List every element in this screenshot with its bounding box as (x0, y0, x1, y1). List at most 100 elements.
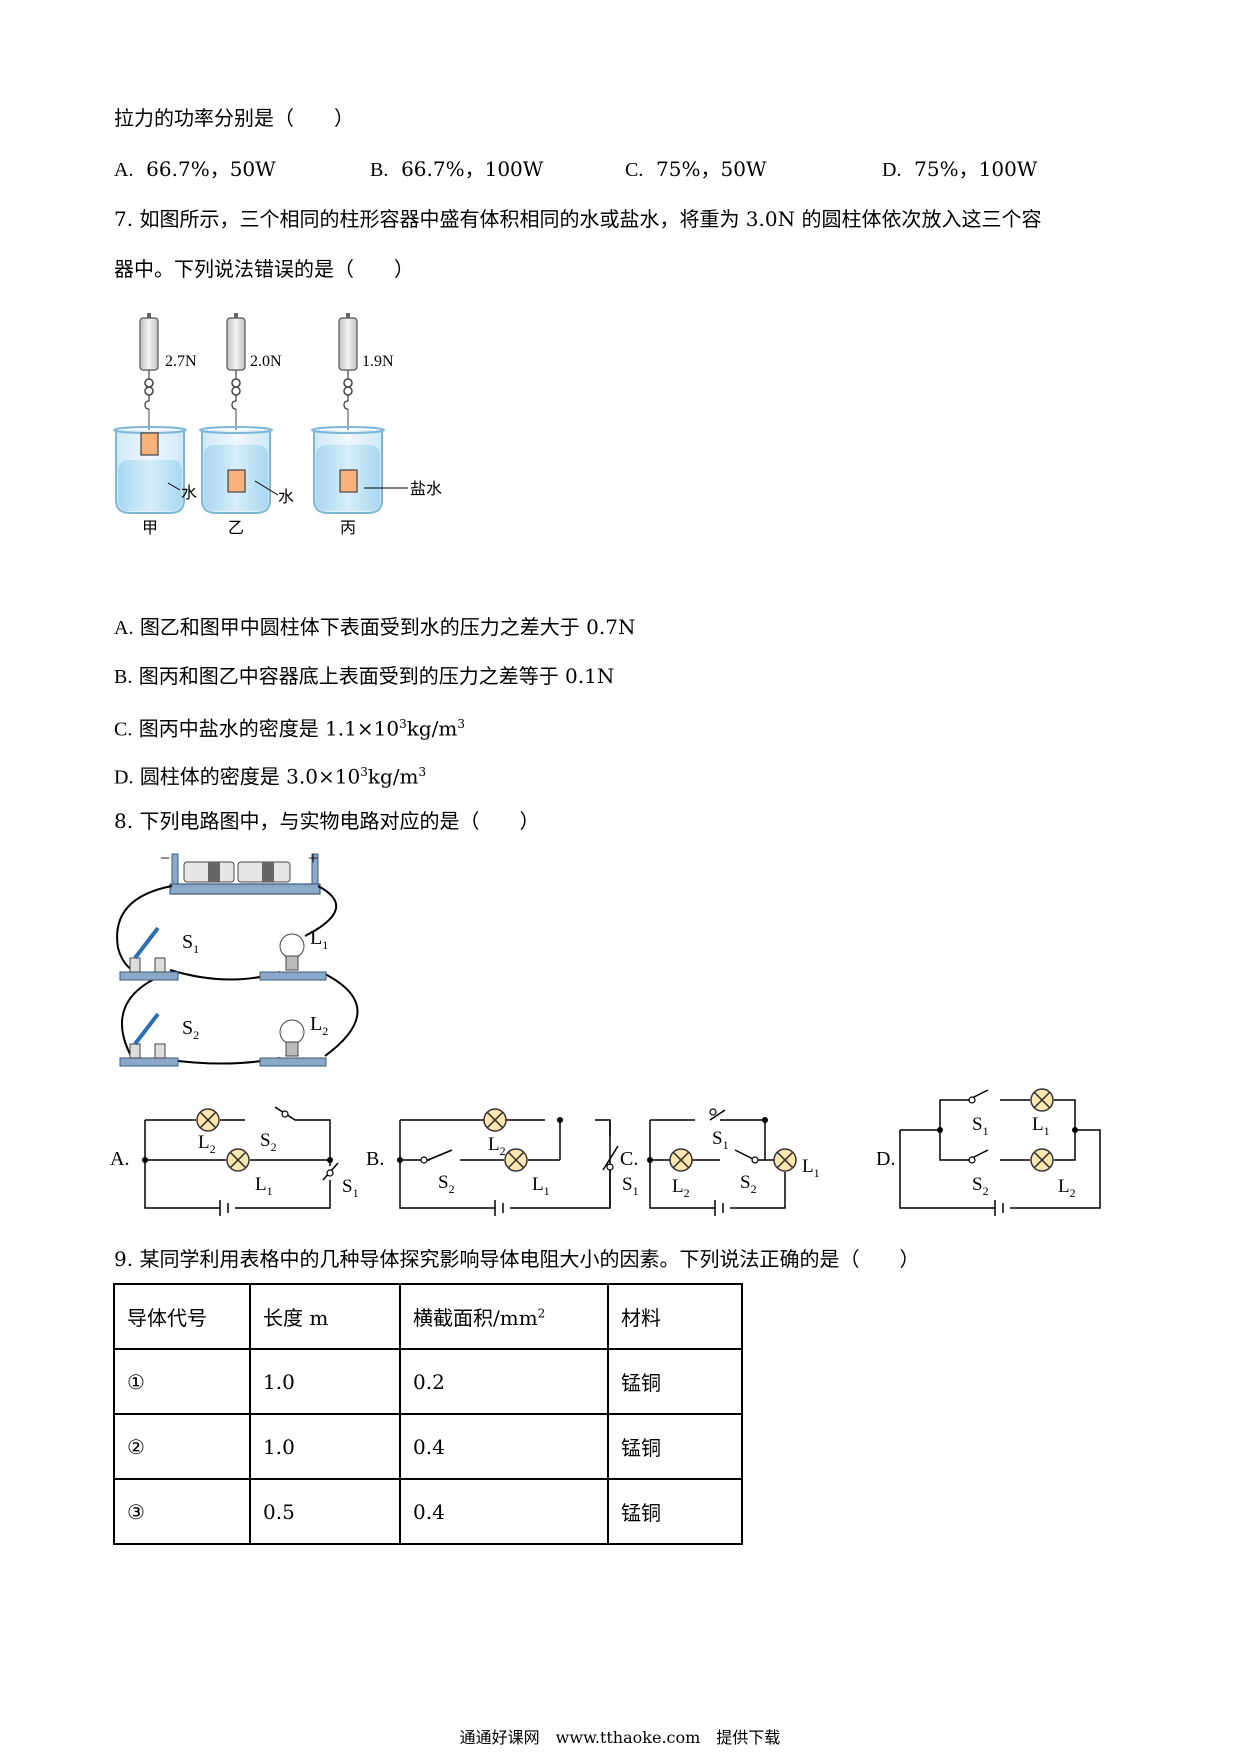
label-letter: L (488, 1134, 500, 1155)
option-label: A. (114, 617, 134, 639)
table-cell: 1.0 (249, 1348, 401, 1415)
conductor-table: 导体代号 长度 m 横截面积/mm2 材料 ① 1.0 0.2 锰铜 ② 1.0… (113, 1283, 743, 1545)
q6-stem-end: 拉力的功率分别是（ ） (114, 106, 354, 130)
table-cell: 0.2 (399, 1348, 609, 1415)
option-text: 66.7%，50W (146, 157, 276, 181)
q7-stem-line1: 7. 如图所示，三个相同的柱形容器中盛有体积相同的水或盐水，将重为 3.0N 的… (114, 207, 1042, 231)
a-l1: L1 (255, 1174, 273, 1198)
option-c-label: C. (620, 1148, 638, 1170)
beaker-set-yi (199, 313, 279, 514)
label-letter: S (182, 1017, 193, 1039)
label-sub: 2 (271, 1140, 277, 1154)
liquid-label-jia: 水 (181, 484, 197, 502)
option-d-label: D. (876, 1148, 895, 1170)
option-label: A. (114, 159, 134, 181)
table-cell: ③ (113, 1478, 251, 1545)
option-text-pre: 图丙中盐水的密度是 1.1×10 (138, 716, 400, 741)
beaker-name-yi: 乙 (228, 520, 244, 537)
option-text: 75%，50W (656, 157, 767, 181)
label-l2: L2 (310, 1013, 328, 1038)
table-header-row: 导体代号 长度 m 横截面积/mm2 材料 (113, 1283, 743, 1350)
label-sub: 2 (500, 1144, 506, 1158)
label-letter: L (255, 1174, 267, 1195)
superscript: 3 (399, 717, 407, 731)
label-s1: S1 (182, 931, 199, 956)
label-sub: 1 (723, 1138, 729, 1152)
label-sub: 2 (684, 1186, 690, 1200)
q8-circuit-options: A. B. C. D. L2 S2 L1 S1 L2 S2 L1 S1 S1 L… (110, 1088, 1101, 1216)
option-a-label: A. (110, 1148, 129, 1170)
b-l2: L2 (488, 1134, 506, 1158)
table-cell: 1.0 (249, 1413, 401, 1480)
table-header-cell: 材料 (607, 1283, 743, 1350)
label-letter: S (182, 931, 193, 953)
table-cell: 锰铜 (607, 1348, 743, 1415)
c-s1: S1 (712, 1128, 729, 1152)
table-cell: 锰铜 (607, 1478, 743, 1545)
option-text: 66.7%，100W (401, 157, 544, 181)
table-row: ② 1.0 0.4 锰铜 (113, 1413, 743, 1480)
q6-option-c: C. 75%，50W (625, 156, 767, 183)
label-sub: 1 (267, 1184, 273, 1198)
label-letter: S (972, 1114, 983, 1135)
battery-plus-sign: + (308, 848, 318, 868)
label-sub: 1 (193, 942, 199, 956)
beaker-set-bing (311, 313, 408, 514)
label-sub: 1 (814, 1166, 820, 1180)
label-letter: L (310, 1013, 322, 1035)
label-letter: L (198, 1132, 210, 1153)
q7-option-d: D. 圆柱体的密度是 3.0×103kg/m3 (114, 759, 426, 791)
label-letter: S (622, 1174, 633, 1195)
q6-option-a: A. 66.7%，50W (114, 156, 276, 183)
c-l1: L1 (802, 1156, 820, 1180)
label-sub: 1 (983, 1124, 989, 1138)
label-sub: 2 (983, 1184, 989, 1198)
option-label: D. (882, 159, 902, 181)
b-l1: L1 (532, 1174, 550, 1198)
label-letter: S (740, 1172, 751, 1193)
q8-physical-circuit: − + S1 L1 S2 L2 (116, 848, 359, 1067)
label-letter: L (802, 1156, 814, 1177)
superscript: 3 (360, 765, 368, 779)
d-l2: L2 (1058, 1176, 1076, 1200)
option-text: 75%，100W (914, 157, 1038, 181)
a-l2: L2 (198, 1132, 216, 1156)
superscript: 3 (418, 765, 427, 779)
option-label: C. (625, 159, 644, 181)
option-label: B. (370, 159, 389, 181)
option-text: 图乙和图甲中圆柱体下表面受到水的压力之差大于 0.7N (139, 615, 636, 639)
label-letter: S (342, 1176, 353, 1197)
table-header-cell: 长度 m (249, 1283, 401, 1350)
liquid-label-bing: 盐水 (410, 480, 442, 498)
q6-option-d: D. 75%，100W (882, 156, 1037, 183)
q6-option-b: B. 66.7%，100W (370, 156, 543, 183)
label-sub: 1 (633, 1184, 639, 1198)
d-l1: L1 (1032, 1114, 1050, 1138)
table-row: ③ 0.5 0.4 锰铜 (113, 1478, 743, 1545)
option-text-unit: kg/m (367, 764, 419, 789)
label-sub: 1 (1044, 1124, 1050, 1138)
table-cell: 0.5 (249, 1478, 401, 1545)
table-row: ① 1.0 0.2 锰铜 (113, 1348, 743, 1415)
label-s2: S2 (182, 1017, 199, 1042)
option-label: D. (114, 766, 134, 789)
superscript: 3 (457, 717, 465, 731)
c-s2: S2 (740, 1172, 757, 1196)
option-label: B. (114, 666, 133, 688)
d-s2: S2 (972, 1174, 989, 1198)
meter-reading-yi: 2.0N (250, 353, 282, 370)
label-sub: 2 (210, 1142, 216, 1156)
label-letter: S (438, 1172, 449, 1193)
label-letter: S (972, 1174, 983, 1195)
liquid-label-yi: 水 (278, 488, 294, 506)
label-letter: L (1032, 1114, 1044, 1135)
label-l1: L1 (310, 927, 328, 952)
a-s2: S2 (260, 1130, 277, 1154)
label-letter: L (672, 1176, 684, 1197)
beaker-name-jia: 甲 (142, 520, 158, 537)
header-text: 横截面积/mm (413, 1306, 538, 1330)
option-label: C. (114, 718, 133, 741)
q7-stem-line2: 器中。下列说法错误的是（ ） (114, 257, 414, 281)
option-b-label: B. (366, 1148, 384, 1170)
label-sub: 2 (1070, 1186, 1076, 1200)
